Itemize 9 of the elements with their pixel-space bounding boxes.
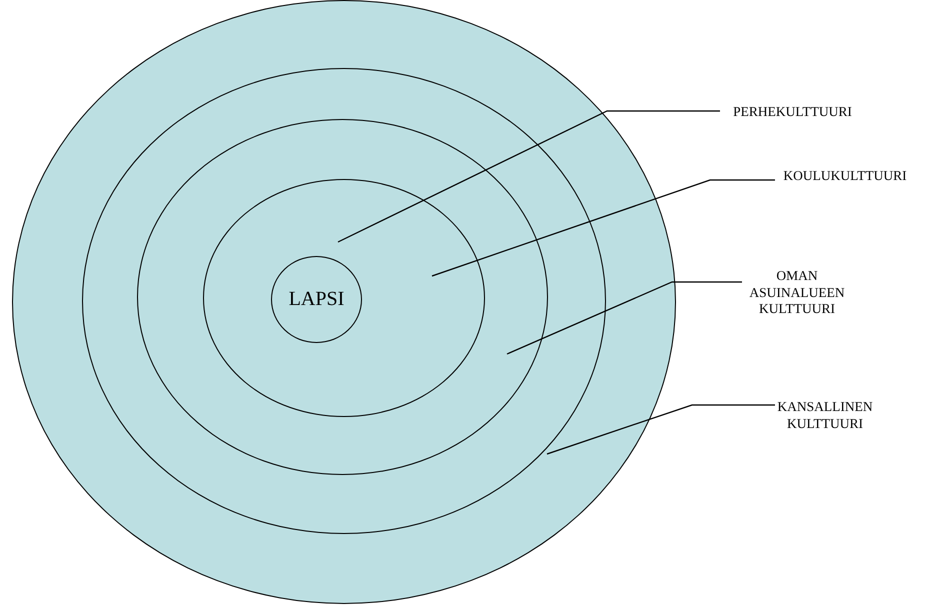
leader-line: [338, 110, 720, 243]
ring-label: PERHEKULTTUURI: [720, 100, 865, 124]
leader-line: [432, 179, 775, 277]
center-label: LAPSI: [288, 288, 344, 311]
leader-line: [546, 404, 775, 455]
ring-label: KOULUKULTTUURI: [775, 164, 915, 188]
leader-line: [506, 281, 742, 355]
ring-label: KANSALLINEN KULTTUURI: [775, 392, 875, 440]
ring-label: OMAN ASUINALUEEN KULTTUURI: [742, 257, 852, 329]
